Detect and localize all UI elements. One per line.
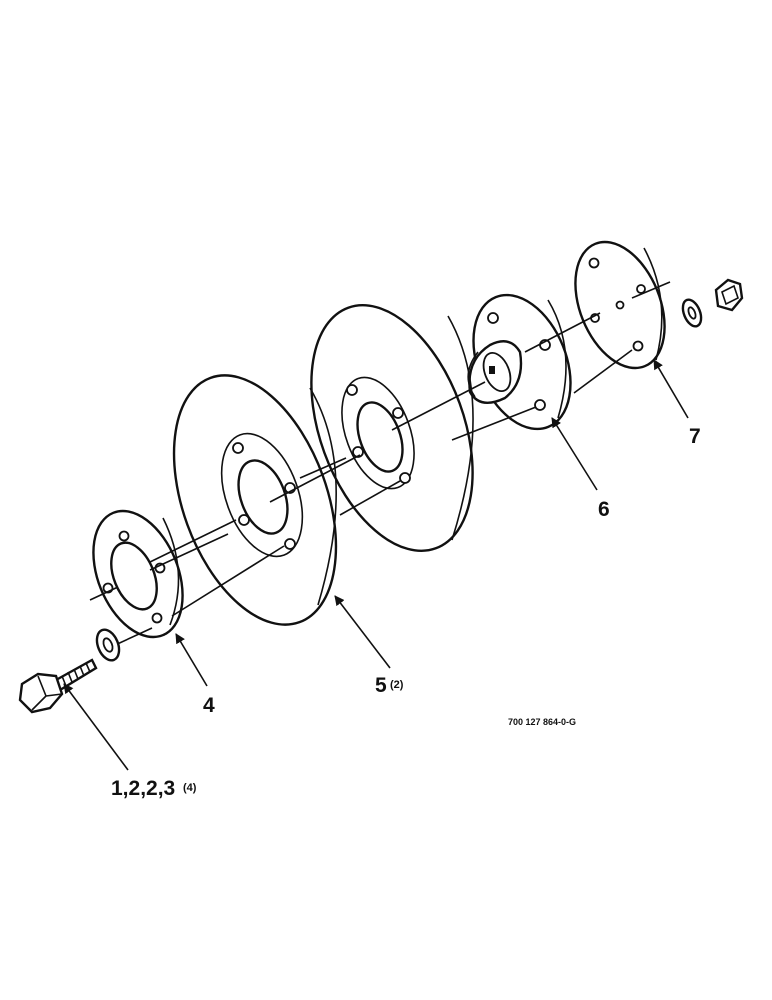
small-flange-part: [92, 509, 184, 639]
callout-small-flange: 4: [203, 694, 215, 717]
washer-right: [681, 298, 703, 328]
assembly-axes: [89, 281, 671, 653]
disc-front-part: [172, 374, 338, 626]
callout-bolt: 1,2,2,3 (4): [111, 777, 197, 800]
callout-end-plate-number: 7: [689, 425, 701, 448]
hub-part: [467, 293, 572, 431]
leader-lines: [63, 359, 689, 771]
washer-left: [95, 628, 121, 662]
figure-code: 700 127 864-0-G: [508, 717, 576, 727]
callout-hub-number: 6: [598, 498, 610, 521]
callout-disc-number: 5: [375, 674, 387, 697]
bolt-part: [18, 658, 98, 714]
callout-small-flange-number: 4: [203, 694, 215, 717]
callout-end-plate: 7: [689, 425, 701, 448]
callout-hub: 6: [598, 498, 610, 521]
disc-rear-part: [310, 304, 474, 552]
callout-bolt-qty: (4): [183, 782, 197, 794]
callout-bolt-number: 1,2,2,3: [111, 777, 175, 800]
callout-disc: 5 (2): [375, 674, 404, 697]
callout-disc-qty: (2): [390, 679, 404, 691]
end-plate-part: [574, 240, 666, 370]
nut-part: [714, 278, 744, 312]
